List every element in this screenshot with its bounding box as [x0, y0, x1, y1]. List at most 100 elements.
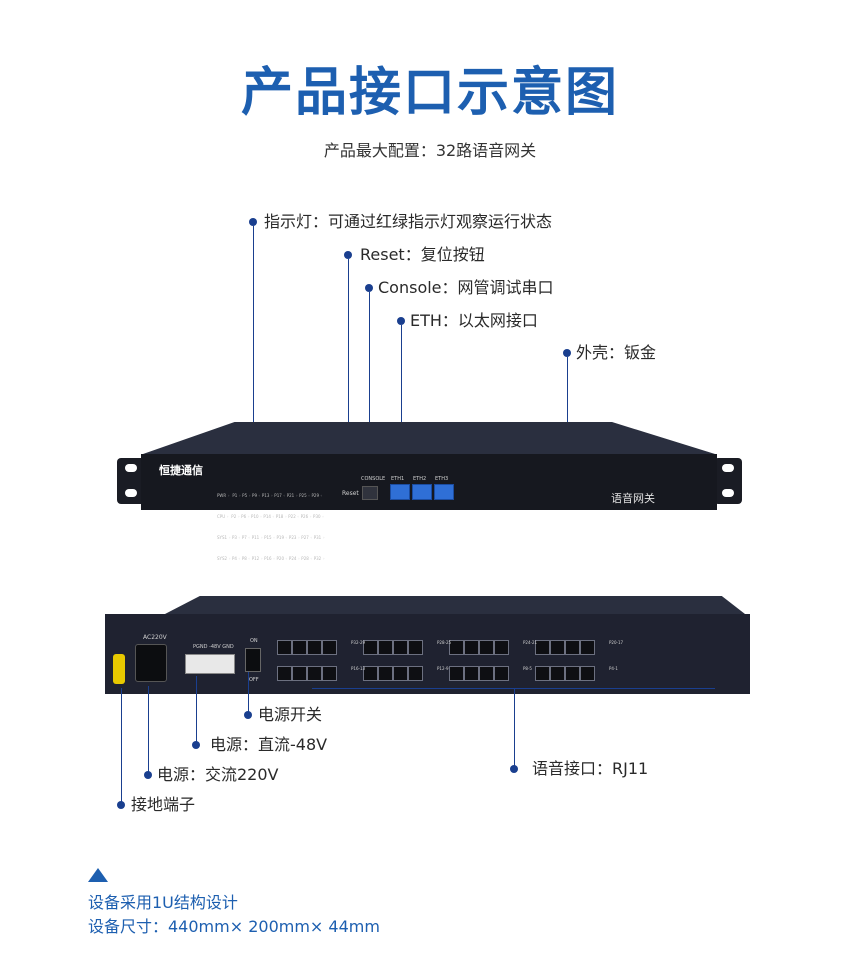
switch-on-label: ON [250, 638, 258, 644]
rj11-port[interactable] [408, 666, 423, 681]
rj11-port[interactable] [363, 666, 378, 681]
rj11-port[interactable] [565, 666, 580, 681]
dc-power-terminal[interactable] [185, 654, 235, 674]
callout-line [567, 357, 568, 453]
rj11-port[interactable] [550, 640, 565, 655]
eth1-port[interactable] [390, 484, 410, 500]
front-device-image: 恒捷通信 PWR ◦ P1 ◦ P5 ◦ P9 ◦ P13 ◦ P17 ◦ P2… [117, 420, 742, 561]
callout-line [348, 259, 349, 491]
led-row: SYS2 ◦ P4 ◦ P8 ◦ P12 ◦ P16 ◦ P20 ◦ P24 ◦… [217, 556, 325, 561]
rack-ear-left [117, 458, 145, 504]
front-panel: 恒捷通信 PWR ◦ P1 ◦ P5 ◦ P9 ◦ P13 ◦ P17 ◦ P2… [141, 454, 717, 561]
callout-shell: 外壳：钣金 [576, 343, 657, 362]
page-title: 产品接口示意图 [240, 63, 619, 123]
rj11-port[interactable] [479, 666, 494, 681]
ac-label: AC220V [143, 634, 167, 641]
callout-power-switch: 电源开关 [258, 705, 323, 724]
callout-indicator: 指示灯：可通过红绿指示灯观察运行状态 [264, 212, 553, 231]
callout-dot [249, 218, 257, 226]
rj11-port[interactable] [565, 640, 580, 655]
rj11-port[interactable] [393, 666, 408, 681]
eth2-label: ETH2 [413, 476, 427, 482]
callout-dot [244, 711, 252, 719]
switch-off-label: OFF [249, 677, 259, 683]
rack-ear-right [714, 458, 742, 504]
callout-dot [563, 349, 571, 357]
ground-terminal[interactable] [113, 654, 125, 684]
port-group-label: P32-29 [351, 640, 366, 645]
chassis-top [143, 422, 715, 454]
callout-dot [192, 741, 200, 749]
rj11-port[interactable] [408, 640, 423, 655]
rj11-port[interactable] [464, 666, 479, 681]
rj11-port[interactable] [479, 640, 494, 655]
port-group-label: P12-9 [437, 666, 449, 671]
port-group-label: P20-17 [609, 640, 624, 645]
console-port[interactable] [362, 486, 378, 500]
rj11-port[interactable] [292, 666, 307, 681]
port-group-label: P28-25 [437, 640, 452, 645]
rj11-port[interactable] [322, 640, 337, 655]
callout-dc-power: 电源：直流-48V [210, 735, 328, 754]
eth3-port[interactable] [434, 484, 454, 500]
rj11-port[interactable] [535, 666, 550, 681]
rj11-port[interactable] [322, 666, 337, 681]
brand-logo: 恒捷通信 [159, 464, 203, 477]
callout-line [401, 325, 402, 481]
rj11-port[interactable] [550, 666, 565, 681]
rj11-port[interactable] [449, 666, 464, 681]
footer-spec-size: 设备尺寸：440mm× 200mm× 44mm [88, 917, 380, 936]
rj11-port[interactable] [494, 640, 509, 655]
rj11-port[interactable] [307, 666, 322, 681]
led-row: SYS1 ◦ P3 ◦ P7 ◦ P11 ◦ P15 ◦ P19 ◦ P23 ◦… [217, 535, 325, 540]
rj11-port[interactable] [307, 640, 322, 655]
rj11-port[interactable] [535, 640, 550, 655]
product-name: 语音网关 [611, 492, 655, 505]
callout-ground: 接地端子 [131, 795, 196, 814]
callout-line [148, 686, 149, 772]
power-switch[interactable] [245, 648, 261, 672]
page-subtitle: 产品最大配置：32路语音网关 [323, 141, 537, 160]
callout-dot [117, 801, 125, 809]
rj11-port[interactable] [378, 666, 393, 681]
callout-dot [365, 284, 373, 292]
footer-spec-structure: 设备采用1U结构设计 [88, 893, 238, 912]
led-row: PWR ◦ P1 ◦ P5 ◦ P9 ◦ P13 ◦ P17 ◦ P21 ◦ P… [217, 493, 323, 498]
eth2-port[interactable] [412, 484, 432, 500]
rj11-port[interactable] [580, 640, 595, 655]
rj11-port[interactable] [393, 640, 408, 655]
rj11-port[interactable] [449, 640, 464, 655]
callout-ac-power: 电源：交流220V [157, 765, 279, 784]
rj11-port[interactable] [378, 640, 393, 655]
callout-reset: Reset：复位按钮 [360, 245, 485, 264]
port-group-label: P24-21 [523, 640, 538, 645]
callout-line [253, 226, 254, 488]
callout-eth: ETH：以太网接口 [410, 311, 538, 330]
callout-dot [344, 251, 352, 259]
back-panel: AC220V PGND -48V GND ON OFF P32-29 P28-2… [105, 614, 750, 694]
rj11-port[interactable] [292, 640, 307, 655]
rj11-port[interactable] [277, 640, 292, 655]
rj11-port[interactable] [464, 640, 479, 655]
dc-label: PGND -48V GND [193, 644, 234, 650]
port-group-label: P4-1 [609, 666, 618, 671]
rj11-port[interactable] [277, 666, 292, 681]
led-row: CPU ◦ P2 ◦ P6 ◦ P10 ◦ P14 ◦ P18 ◦ P22 ◦ … [217, 514, 325, 519]
eth3-label: ETH3 [435, 476, 449, 482]
rj11-port[interactable] [580, 666, 595, 681]
callout-console: Console：网管调试串口 [378, 278, 554, 297]
console-label: CONSOLE [361, 476, 386, 482]
rj11-port[interactable] [494, 666, 509, 681]
rj11-port[interactable] [363, 640, 378, 655]
back-device-image: AC220V PGND -48V GND ON OFF P32-29 P28-2… [105, 596, 750, 696]
chassis-top [165, 596, 745, 614]
reset-label: Reset [342, 490, 359, 497]
callout-line [248, 672, 249, 714]
callout-voice-port: 语音接口：RJ11 [532, 759, 649, 778]
ac-power-socket[interactable] [135, 644, 167, 682]
callout-line [369, 292, 370, 484]
callout-line [514, 688, 515, 766]
eth1-label: ETH1 [391, 476, 405, 482]
port-group-label: P16-13 [351, 666, 366, 671]
callout-dot [397, 317, 405, 325]
